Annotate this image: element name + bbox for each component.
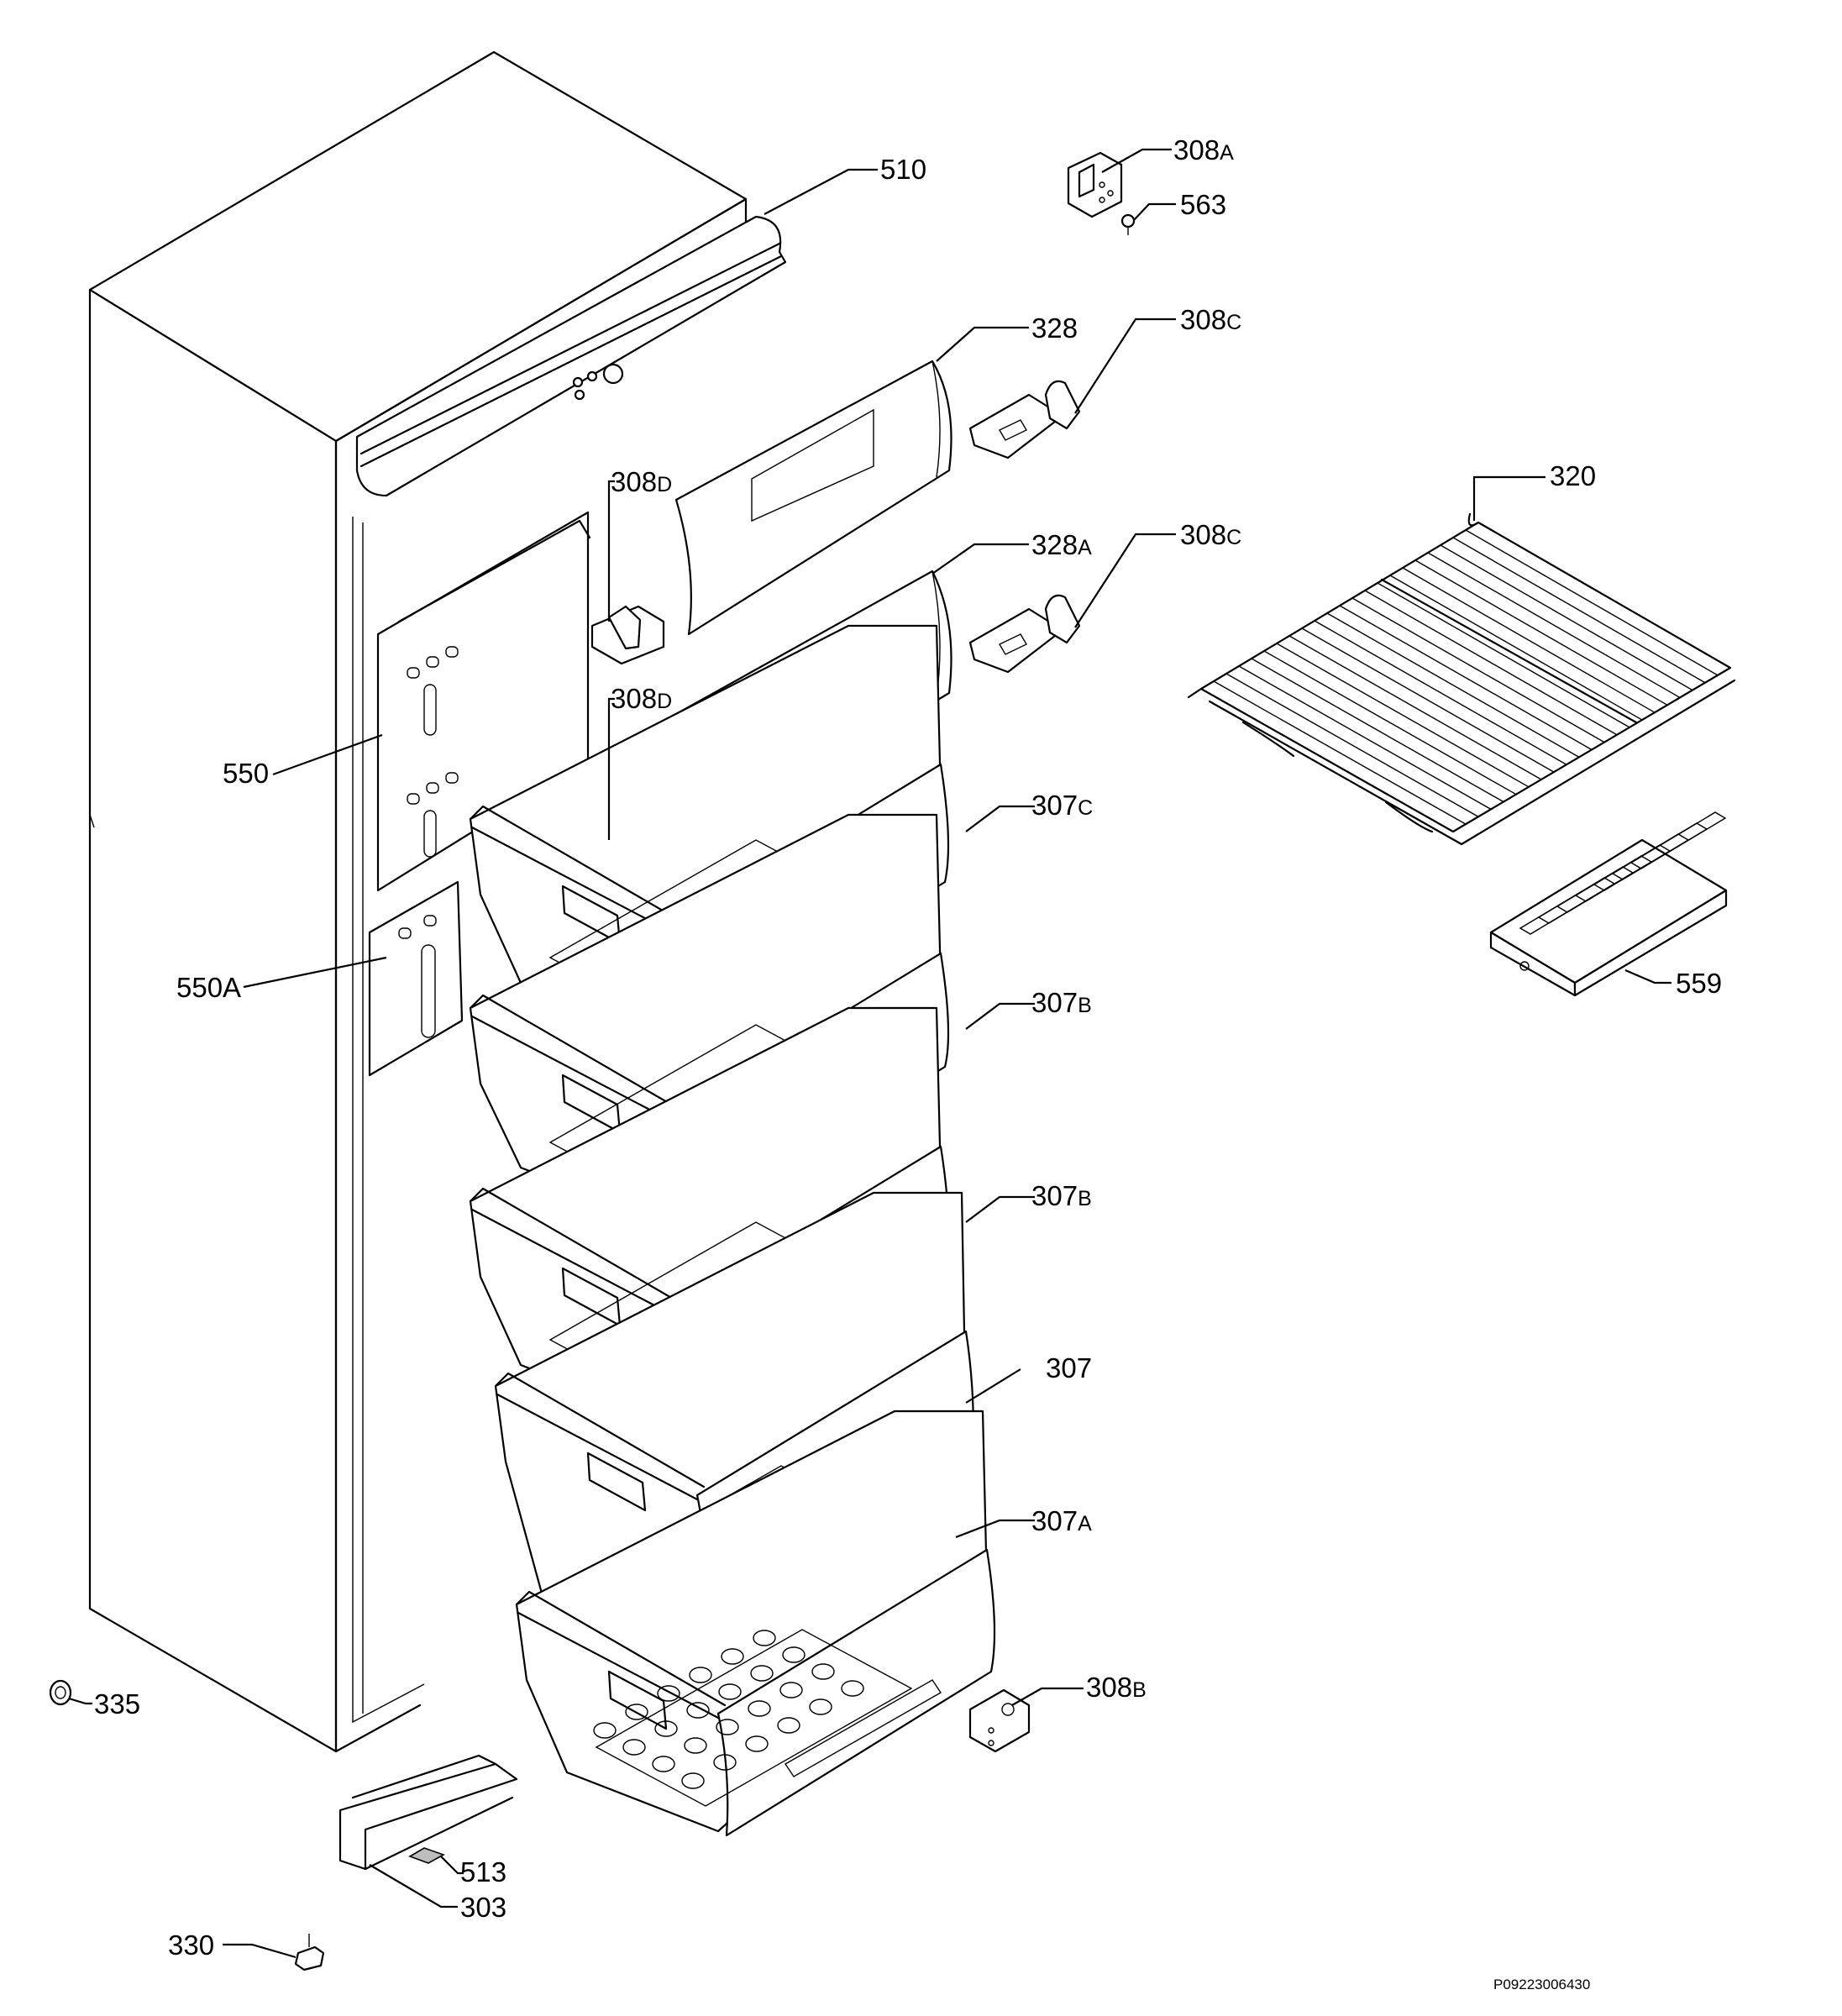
- freezer-cabinet: [88, 50, 748, 1753]
- callout-328: 328: [1031, 312, 1078, 344]
- callout-303: 303: [460, 1892, 506, 1923]
- callout-308C-top: 308C: [1180, 304, 1241, 335]
- callout-307C: 307C: [1031, 790, 1093, 821]
- callout-335: 335: [94, 1688, 140, 1719]
- screw-563: [1120, 213, 1136, 235]
- hinge-308C-lower: [968, 594, 1081, 674]
- callout-307B-1: 307B: [1031, 987, 1092, 1018]
- callout-307A: 307A: [1031, 1505, 1092, 1536]
- callout-308A: 308A: [1173, 134, 1234, 165]
- drawers-group: [469, 624, 996, 1837]
- callout-328A: 328A: [1031, 529, 1092, 560]
- flap-328: [674, 360, 952, 636]
- callout-563: 563: [1180, 189, 1226, 220]
- callout-308C-mid: 308C: [1180, 519, 1241, 550]
- clip-513: [408, 1847, 445, 1864]
- evaporator-plate-550A: [368, 880, 464, 1077]
- callout-307: 307: [1046, 1352, 1092, 1383]
- callout-510: 510: [880, 154, 926, 185]
- control-panel-510: [355, 215, 787, 497]
- callout-320: 320: [1550, 460, 1596, 491]
- hinge-bracket-308A: [1067, 151, 1123, 218]
- adjustable-foot-330: [294, 1934, 325, 1971]
- callout-308D-mid: 308D: [611, 683, 672, 714]
- hinge-308B: [968, 1688, 1031, 1753]
- callout-559: 559: [1676, 968, 1722, 999]
- callout-513: 513: [460, 1856, 506, 1887]
- callout-330: 330: [168, 1929, 214, 1961]
- hinge-308C-upper: [968, 380, 1081, 459]
- drawing-code: P09223006430: [1493, 1977, 1590, 1992]
- drawer-5: [515, 1410, 996, 1837]
- callout-308B: 308B: [1086, 1672, 1147, 1703]
- callout-550: 550: [223, 758, 269, 789]
- foot-335: [49, 1679, 72, 1706]
- wire-shelf-320: [1187, 512, 1736, 846]
- callout-550A: 550A: [176, 972, 241, 1003]
- plinth-303: [338, 1754, 518, 1871]
- leader-lines: [68, 148, 1671, 1959]
- hinge-308D-upper: [590, 605, 665, 665]
- ice-tray-559: [1489, 811, 1728, 997]
- callout-308D-top: 308D: [611, 466, 672, 497]
- callout-307B-2: 307B: [1031, 1180, 1092, 1211]
